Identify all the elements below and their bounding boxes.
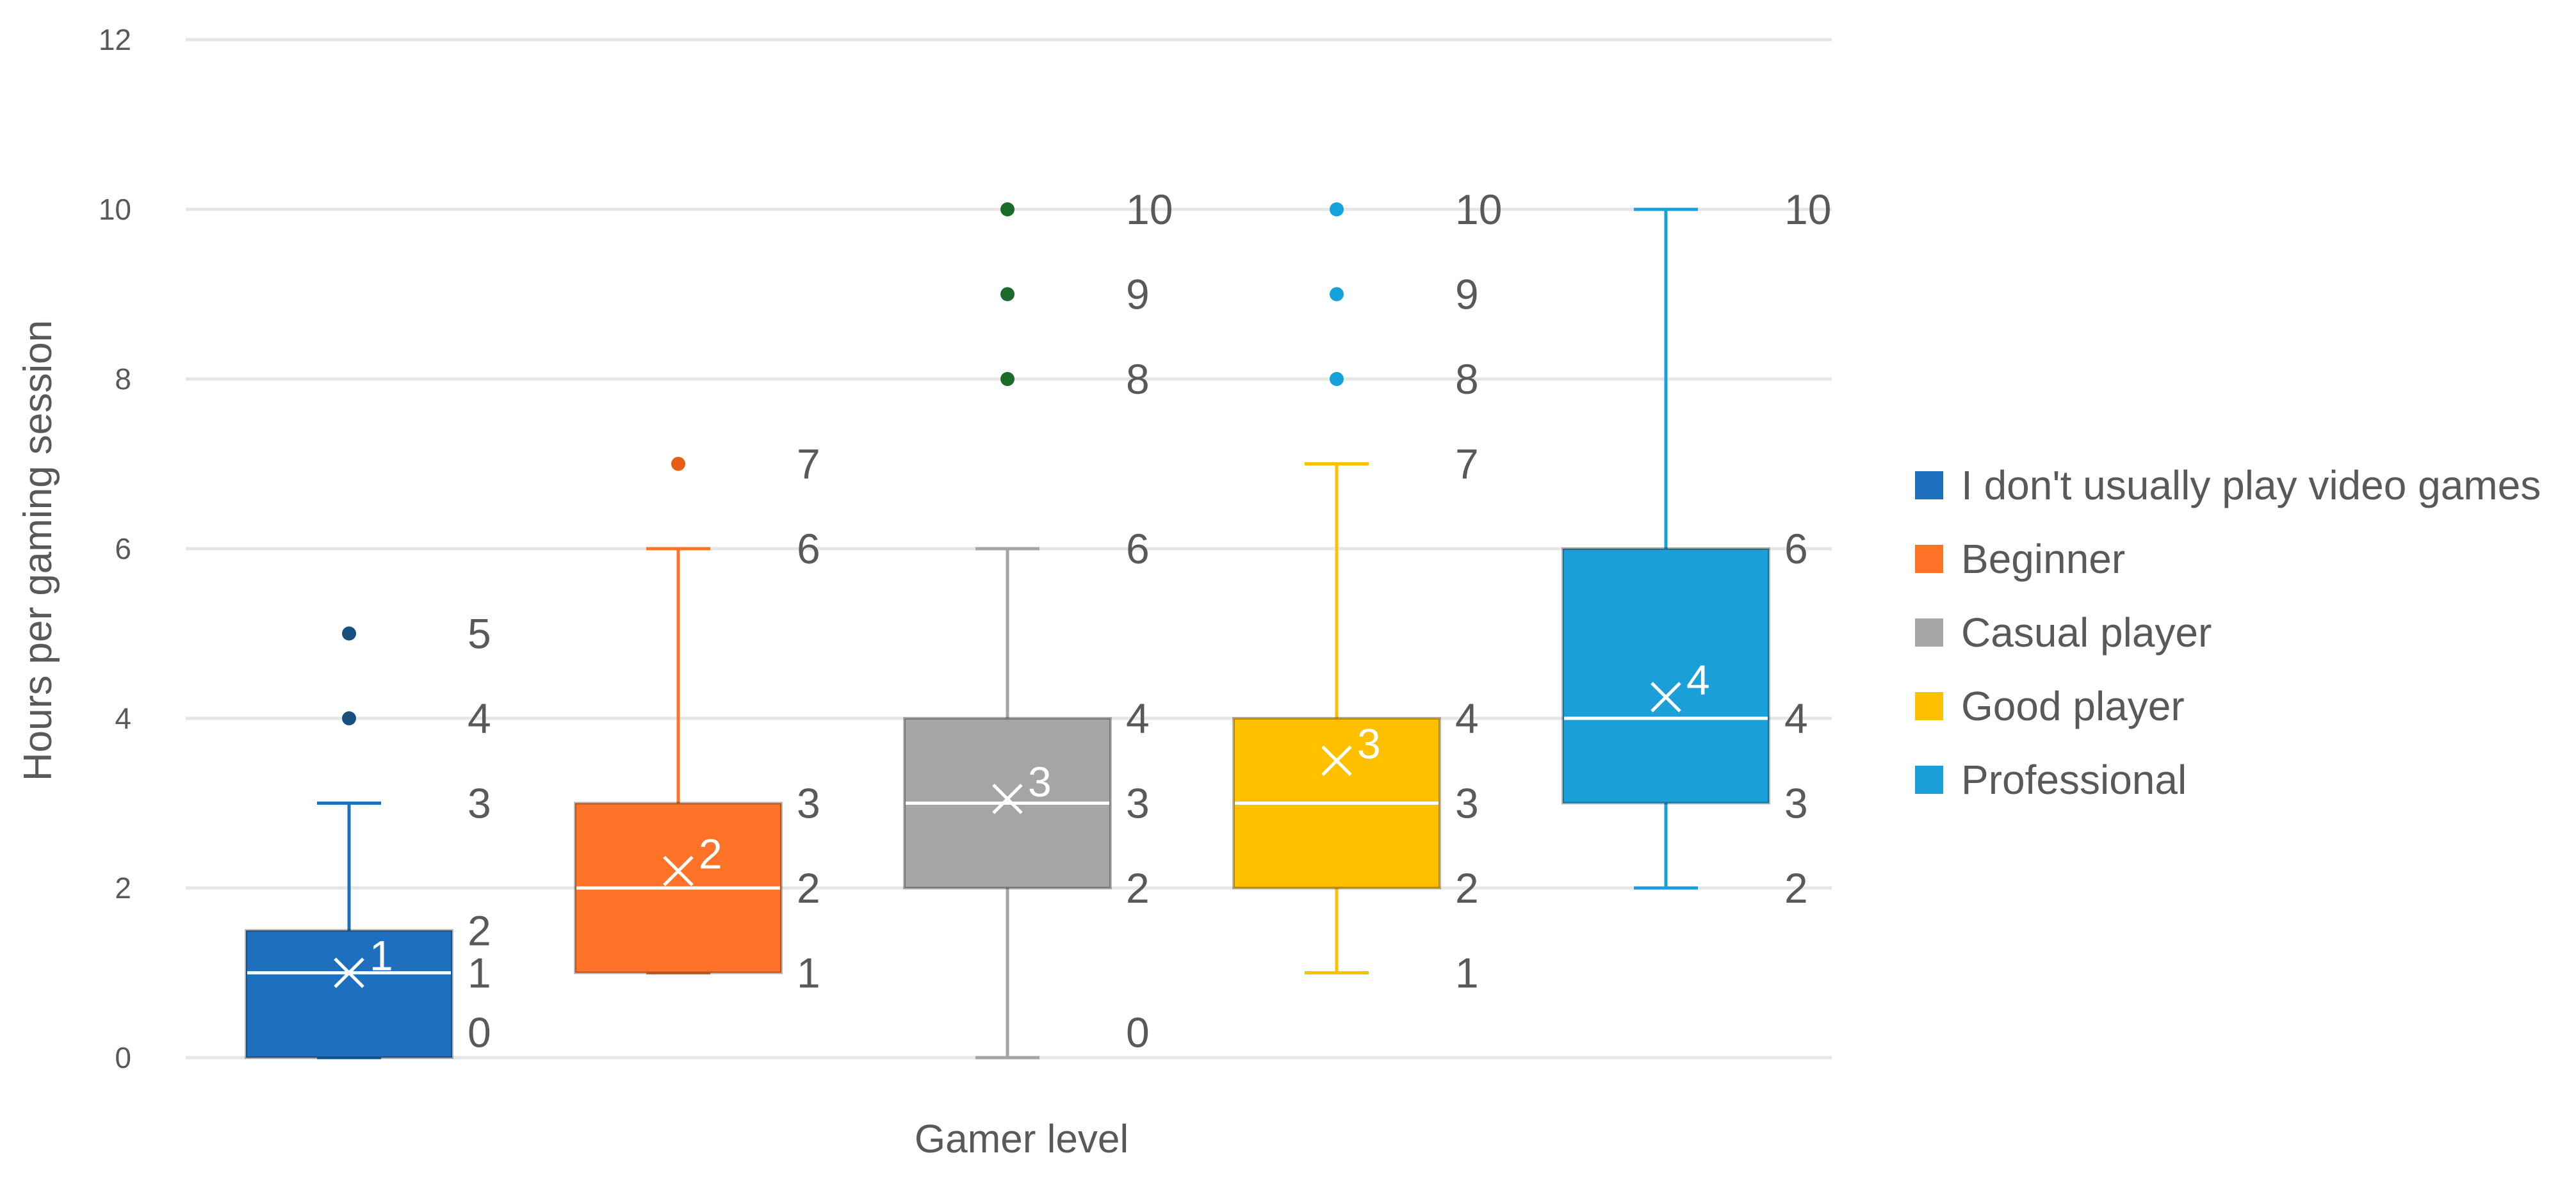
mean-marker <box>663 855 694 887</box>
data-label: 2 <box>1784 864 1808 912</box>
data-label: 4 <box>468 695 491 742</box>
data-label: 6 <box>1126 525 1150 572</box>
legend-item: I don't usually play video games <box>1915 462 2541 508</box>
legend-label: Casual player <box>1961 609 2212 656</box>
mean-label: 1 <box>370 932 393 980</box>
mean-marker <box>1321 745 1352 777</box>
box-3: 3 <box>903 202 1112 1060</box>
legend-swatch <box>1915 471 1943 499</box>
data-label: 5 <box>468 610 491 658</box>
data-label: 9 <box>1126 271 1150 318</box>
data-label: 10 <box>1784 186 1831 233</box>
box-body <box>1561 547 1770 805</box>
y-tick-label: 10 <box>99 193 131 226</box>
legend-item: Beginner <box>1915 536 2125 582</box>
legend-item: Good player <box>1915 683 2185 729</box>
data-label: 10 <box>1126 186 1173 233</box>
outlier-point <box>671 456 685 471</box>
data-label: 9 <box>1455 271 1479 318</box>
data-label: 3 <box>468 780 491 827</box>
y-tick-label: 8 <box>115 362 131 396</box>
outlier-point <box>1000 372 1015 386</box>
data-label: 0 <box>1126 1008 1150 1056</box>
outlier-point <box>342 711 356 725</box>
y-tick-label: 2 <box>115 871 131 905</box>
data-label: 6 <box>1784 525 1808 572</box>
mean-marker <box>334 957 364 988</box>
data-label: 4 <box>1784 695 1808 742</box>
box-4: 3 <box>1232 202 1441 974</box>
outlier-point <box>1000 287 1015 302</box>
data-label: 10 <box>1455 186 1502 233</box>
y-axis-title: Hours per gaming session <box>16 320 60 781</box>
data-label: 7 <box>1455 440 1479 488</box>
y-tick-label: 6 <box>115 532 131 565</box>
y-tick-label: 12 <box>99 23 131 56</box>
data-label: 1 <box>468 949 491 997</box>
data-label: 3 <box>797 780 820 827</box>
data-label: 4 <box>1455 695 1479 742</box>
mean-label: 3 <box>1028 758 1052 805</box>
outlier-point <box>342 626 356 641</box>
legend-item: Professional <box>1915 757 2187 803</box>
data-label: 3 <box>1126 780 1150 827</box>
y-tick-label: 0 <box>115 1041 131 1074</box>
data-label: 6 <box>797 525 820 572</box>
legend-swatch <box>1915 545 1943 573</box>
outlier-point <box>1000 202 1015 216</box>
y-tick-label: 4 <box>115 702 131 735</box>
data-label: 1 <box>797 949 820 997</box>
data-label: 8 <box>1455 355 1479 403</box>
mean-label: 2 <box>699 830 722 878</box>
data-label: 2 <box>1126 864 1150 912</box>
data-label: 0 <box>468 1008 491 1056</box>
outlier-point <box>1330 202 1344 216</box>
legend-label: I don't usually play video games <box>1961 462 2541 508</box>
data-label: 1 <box>1455 949 1479 997</box>
legend-swatch <box>1915 692 1943 720</box>
mean-label: 3 <box>1357 720 1381 767</box>
legend: I don't usually play video gamesBeginner… <box>1915 462 2541 803</box>
data-label: 8 <box>1126 355 1150 403</box>
y-axis-ticks: 0 2 4 6 8 10 12 <box>99 23 131 1074</box>
x-axis-title: Gamer level <box>915 1117 1129 1161</box>
data-label: 4 <box>1126 695 1150 742</box>
data-label: 2 <box>1455 864 1479 912</box>
legend-label: Good player <box>1961 683 2185 729</box>
data-label: 2 <box>468 907 491 954</box>
mean-label: 4 <box>1686 656 1710 704</box>
box-1: 1 <box>245 626 453 1060</box>
data-label: 3 <box>1784 780 1808 827</box>
data-label: 7 <box>797 440 820 488</box>
box-body <box>245 929 453 1059</box>
legend-label: Beginner <box>1961 536 2125 582</box>
legend-swatch <box>1915 618 1943 647</box>
mean-marker <box>1651 682 1681 713</box>
box-5: 4 <box>1561 207 1770 890</box>
legend-swatch <box>1915 766 1943 794</box>
data-label: 2 <box>797 864 820 912</box>
data-label: 3 <box>1455 780 1479 827</box>
outlier-point <box>1330 287 1344 302</box>
legend-item: Casual player <box>1915 609 2212 656</box>
box-2: 2 <box>574 456 783 974</box>
outlier-point <box>1330 372 1344 386</box>
legend-label: Professional <box>1961 757 2187 803</box>
mean-marker <box>992 784 1023 814</box>
